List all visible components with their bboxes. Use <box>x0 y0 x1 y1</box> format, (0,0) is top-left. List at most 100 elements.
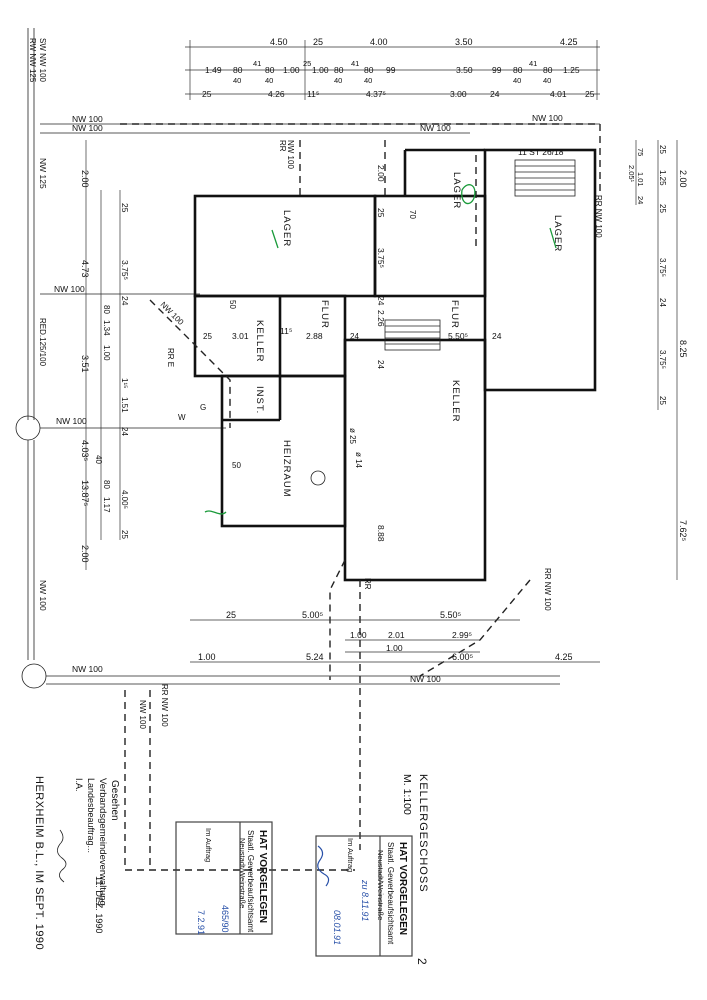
label-rr-nw100-bottom: RR NW 100 <box>543 568 552 611</box>
label-nw100-top-left2: NW 100 <box>72 123 103 133</box>
dimensions-left <box>85 140 121 570</box>
dim-inner-12: 50 <box>228 300 237 309</box>
dim-inner-11: 8.88 <box>376 525 386 542</box>
author-date: 11. DEZ. 1990 <box>94 876 104 933</box>
room-keller-1: KELLER <box>254 320 265 362</box>
staircase-lower <box>384 319 441 351</box>
dim-left-b14: 25 <box>120 530 129 539</box>
walls <box>193 148 597 582</box>
green-annotations <box>204 184 557 515</box>
dim-left-b12: 1.17 <box>102 497 111 513</box>
label-rr-top-nw: NW 100 <box>286 140 295 169</box>
stamp1-title: HAT VORGELEGEN <box>257 830 268 923</box>
dim-top2-1: 1.49 <box>205 65 222 75</box>
stamp2-line4: Im Auftrag <box>346 838 355 872</box>
dim-left-a4: 4.03⁵ <box>80 440 90 462</box>
dim-bottom3-1: 1.00 <box>386 643 403 653</box>
dim-left-b5: 1.34 <box>102 320 111 336</box>
dim-inner-16: 24 <box>376 360 385 369</box>
dim-bottom4-3: 6.00⁵ <box>452 652 474 662</box>
label-nw100-top-left: NW 100 <box>72 114 103 124</box>
dim-right-b4: 3.75⁵ <box>658 258 667 277</box>
dim-top2b-2: 40 <box>265 76 273 85</box>
dim-inner-17: 70 <box>408 210 417 219</box>
label-nw100-bottom-left: NW 100 <box>72 664 103 674</box>
dim-top2-8: 80 <box>334 65 344 75</box>
label-nw100-bottom-mid: NW 100 <box>410 674 441 684</box>
dim-right-b1: 25 <box>658 145 667 154</box>
dim-right-c2: 1.01 <box>636 172 645 187</box>
dim-bottom2-2: 2.01 <box>388 630 405 640</box>
dim-top2b-5: 40 <box>513 76 521 85</box>
dim-top2-6: 25 <box>303 59 311 68</box>
dim-top2-9: 41 <box>351 59 359 68</box>
dim-inner-6: 3.01 <box>232 331 249 341</box>
dim-inner-4: 24 <box>376 296 386 306</box>
dim-top2-5: 1.00 <box>283 65 300 75</box>
dimensions-right <box>635 140 678 580</box>
dim-bottom4-2: 5.24 <box>306 652 324 662</box>
dim-top2-2: 80 <box>233 65 243 75</box>
place-date: HERXHEIM B.L., IM SEPT. 1990 <box>33 776 45 950</box>
dim-top2b-6: 40 <box>543 76 551 85</box>
dim-top-1: 4.50 <box>270 37 288 47</box>
dim-right-b7: 25 <box>658 396 667 405</box>
sheet-title: KELLERGESCHOSS <box>417 774 429 893</box>
drainage-lines <box>15 28 600 689</box>
dim-left-b10: 40 <box>94 455 103 464</box>
dim-bottom4-1: 1.00 <box>198 652 216 662</box>
dim-top3-1: 25 <box>202 89 212 99</box>
dim-top-5: 4.25 <box>560 37 578 47</box>
dim-top3-8: 25 <box>585 89 595 99</box>
dim-left-a6: 2.00 <box>80 545 90 563</box>
dim-top2b-4: 40 <box>364 76 372 85</box>
sheet-number: 2 <box>415 958 429 965</box>
dim-right-text: 2.00 8.25 7.62⁵ 25 1.25 25 3.75⁵ 24 3.75… <box>627 145 688 542</box>
dim-top2-12: 3.50 <box>456 65 473 75</box>
dim-left-a5: 13.87⁵ <box>80 480 90 507</box>
dim-top3-4: 4.37⁵ <box>366 89 386 99</box>
dim-top3-3: 11⁵ <box>307 89 319 99</box>
dim-top2-14: 80 <box>513 65 523 75</box>
dim-inner-3: 3.75⁵ <box>376 248 386 268</box>
dim-top2-15: 41 <box>529 59 537 68</box>
stamp2-line3: Neustadt/Weinstraße <box>376 850 385 920</box>
author-line3: Landesbeauftrag... <box>86 778 96 853</box>
dim-inner-1: 2.00 <box>376 165 386 182</box>
label-rr-nw100-left: RR NW 100 <box>160 684 169 727</box>
dim-left-b2: 3.75⁵ <box>120 260 130 280</box>
dim-left-b4: 80 <box>102 305 111 314</box>
dim-left-a2: 4.73 <box>80 260 90 278</box>
label-rr-e: RR E <box>166 348 175 367</box>
room-inst: INST. <box>254 386 265 414</box>
dim-right-b6: 3.75⁵ <box>658 350 667 369</box>
label-nw100-left-low: NW 100 <box>38 580 48 611</box>
boiler-symbol <box>310 470 326 486</box>
dim-right-a2: 8.25 <box>678 340 688 358</box>
label-sw: SW NW 100 <box>38 38 47 83</box>
author-line1: Gesehen <box>109 780 120 821</box>
stamp1-line3: Neustadt/Weinstraße <box>238 838 247 908</box>
dim-inner-15: 24 <box>350 332 359 341</box>
dim-left-b7: 1¹⁵ <box>120 378 129 388</box>
room-lager-2: LAGER <box>451 172 462 209</box>
dim-top-2: 25 <box>313 37 323 47</box>
dim-inner-9: 5.50⁵ <box>448 331 468 341</box>
stamp2-date2: 08.01.91 <box>332 910 342 945</box>
dim-top2-7: 1.00 <box>312 65 329 75</box>
label-red: RED.125/100 <box>38 318 47 367</box>
dim-inner-14: 25 <box>203 332 212 341</box>
dim-right-b3: 25 <box>658 204 667 213</box>
label-nw100-low: NW 100 <box>56 416 87 426</box>
dim-top3-7: 4.01 <box>550 89 567 99</box>
dim-top-4: 3.50 <box>455 37 473 47</box>
author-line2: Verbandsgemeindeverwaltung <box>97 778 108 906</box>
dim-left-b9: 24 <box>120 427 129 436</box>
label-nw100-mid: NW 100 <box>54 284 85 294</box>
dim-bottom1-3: 5.50⁵ <box>440 610 462 620</box>
stairs-label: 11 ST 26/18 <box>518 147 564 157</box>
room-heizraum: HEIZRAUM <box>281 440 292 498</box>
label-w: W <box>178 413 186 422</box>
dim-right-a3: 7.62⁵ <box>678 520 688 542</box>
stamp-1: HAT VORGELEGEN Staatl. Gewerbeaufsichtsa… <box>175 821 273 935</box>
